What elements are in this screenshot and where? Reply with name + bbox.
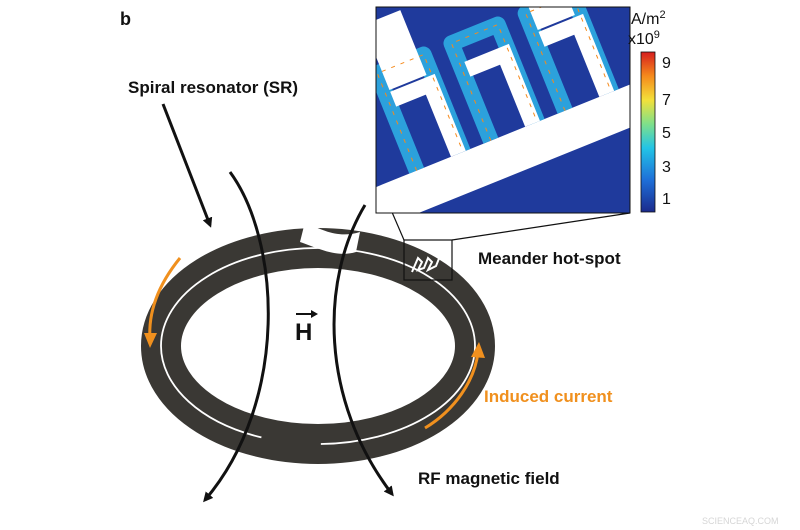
colorbar-tick-3: 3 bbox=[662, 159, 671, 176]
colorbar-unit: A/m2 x109 bbox=[628, 9, 666, 48]
h-field-symbol: H bbox=[295, 310, 318, 346]
label-spiral-resonator: Spiral resonator (SR) bbox=[128, 78, 298, 97]
label-meander-hotspot: Meander hot-spot bbox=[478, 249, 621, 268]
svg-text:x109: x109 bbox=[628, 29, 660, 48]
current-density-inset bbox=[376, 7, 630, 213]
svg-text:A/m2: A/m2 bbox=[631, 9, 666, 28]
svg-text:H: H bbox=[295, 319, 312, 346]
field-line-right bbox=[332, 204, 394, 497]
label-rf-magnetic-field: RF magnetic field bbox=[418, 469, 560, 488]
zoom-line-right bbox=[451, 212, 631, 241]
panel-letter: b bbox=[120, 9, 131, 29]
current-arrow-left bbox=[148, 257, 182, 341]
colorbar-tick-7: 7 bbox=[662, 92, 671, 109]
field-line-left bbox=[203, 171, 270, 503]
hotspot-box bbox=[403, 239, 453, 281]
colorbar-tick-5: 5 bbox=[662, 125, 671, 142]
current-arrow-right bbox=[424, 351, 480, 430]
colorbar-tick-1: 1 bbox=[662, 191, 671, 208]
spiral-resonator-ring bbox=[141, 222, 495, 464]
colorbar bbox=[640, 51, 656, 213]
label-induced-current: Induced current bbox=[484, 387, 613, 406]
colorbar-tick-9: 9 bbox=[662, 55, 671, 72]
colorbar-ticks: 9 7 5 3 1 bbox=[662, 55, 671, 208]
sr-pointer-arrow bbox=[161, 103, 213, 228]
hotspot-meander bbox=[411, 255, 441, 273]
watermark: SCIENCEAQ.COM bbox=[702, 516, 779, 526]
